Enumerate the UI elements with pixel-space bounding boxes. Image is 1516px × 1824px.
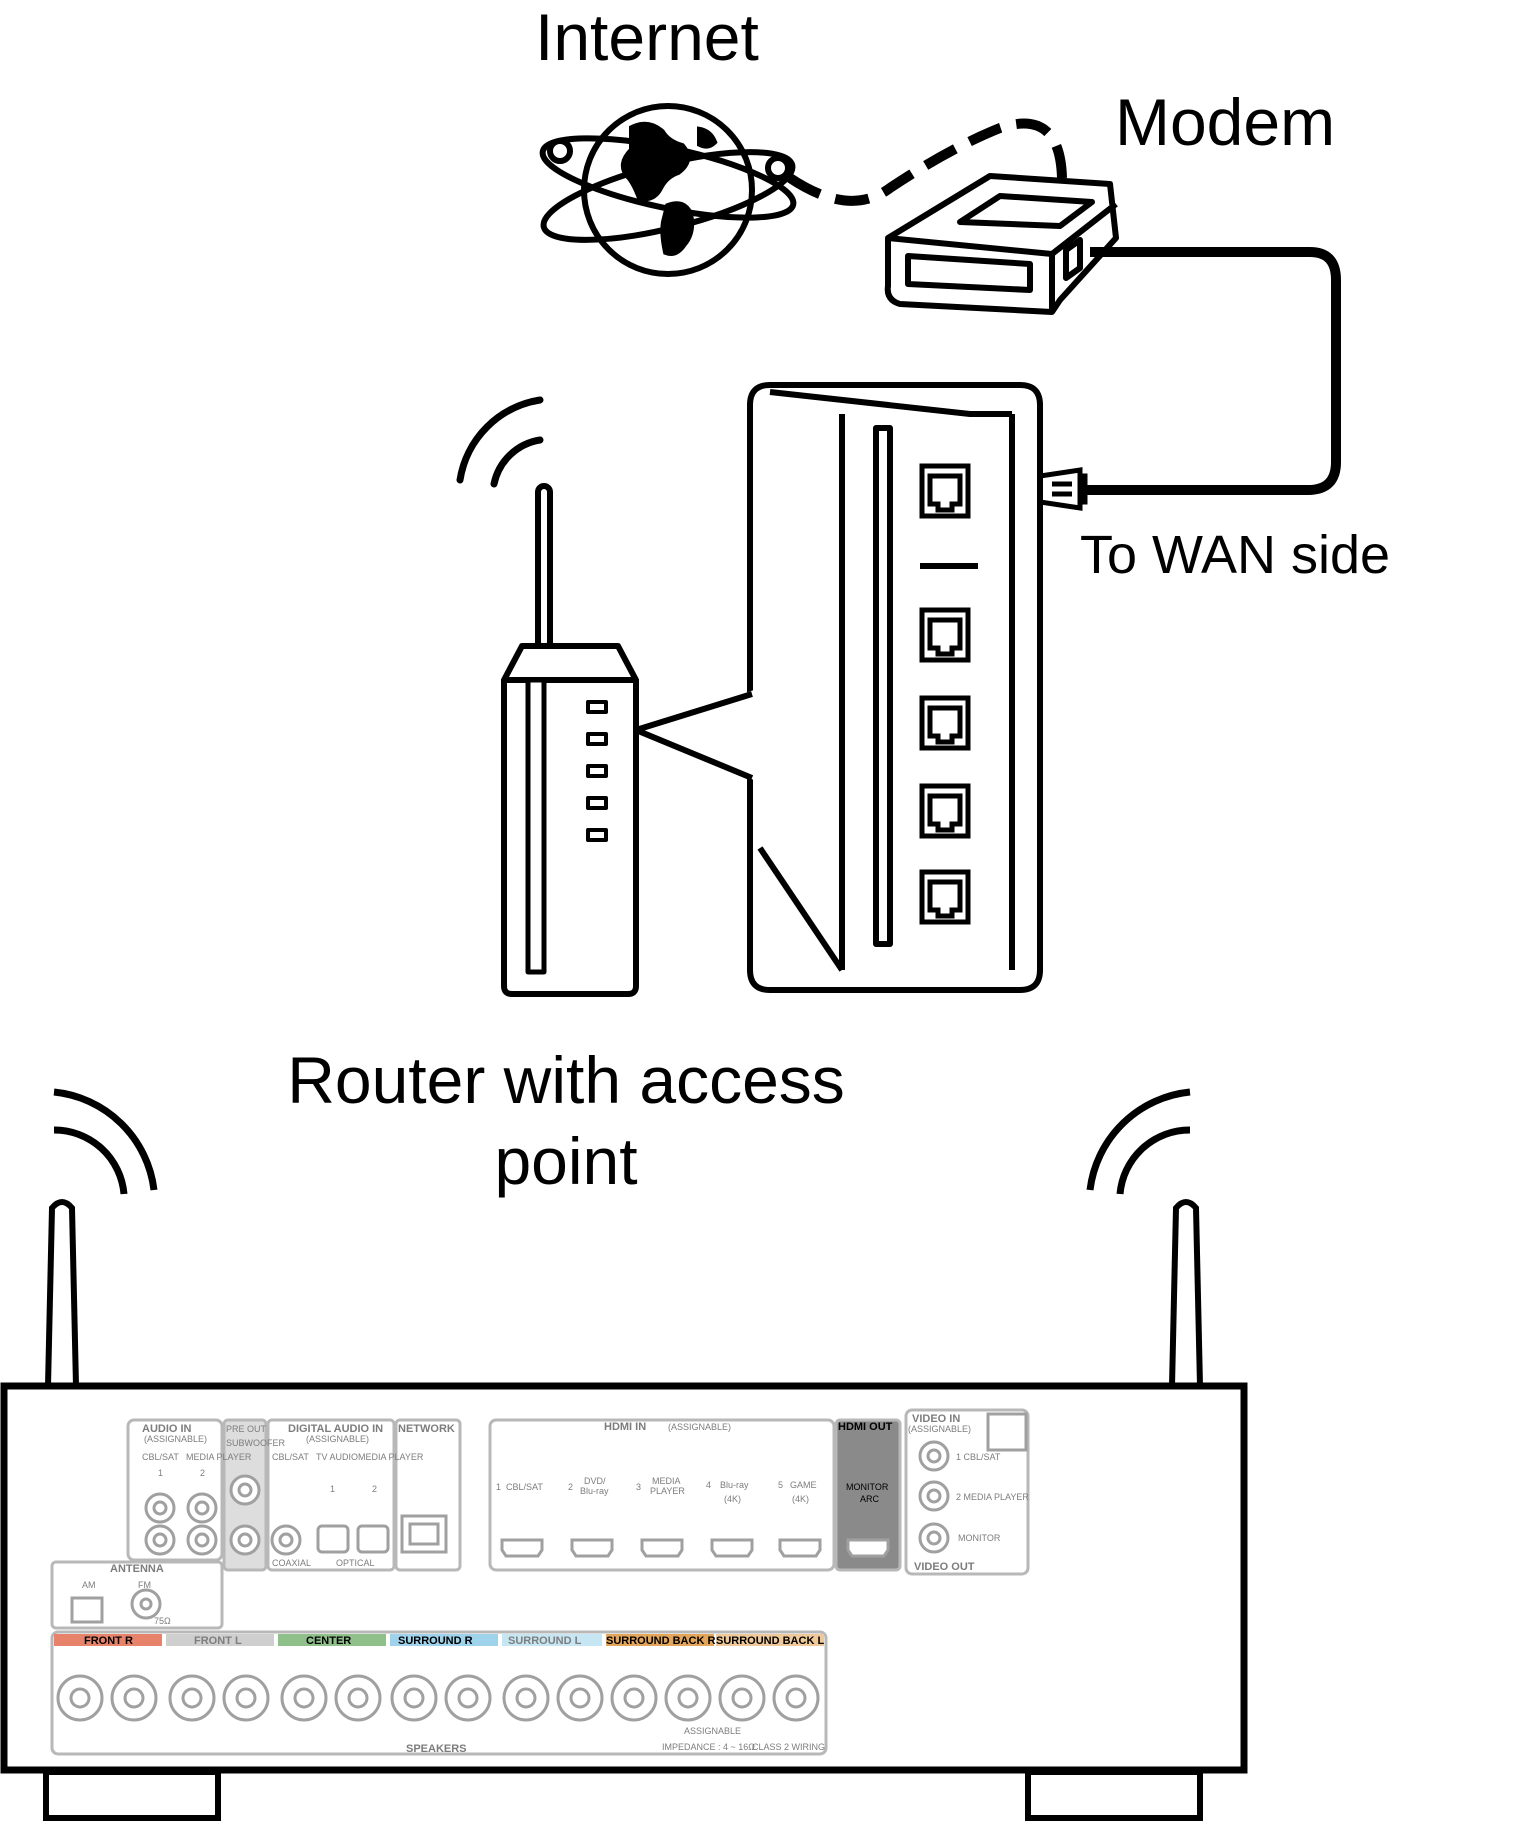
hdmi-input-5-num: 5 [778,1480,783,1490]
router-label-line1: Router with access [287,1043,845,1117]
am-label: AM [82,1580,96,1590]
subwoofer-label: SUBWOOFER [226,1438,286,1448]
hdmi-input-3-sub: PLAYER [650,1486,685,1496]
impedance-label: IMPEDANCE : 4 ~ 16Ω [662,1742,755,1752]
video-input-0: 1 CBL/SAT [956,1452,1001,1462]
strip-3 [390,1634,498,1646]
digital-input-0: CBL/SAT [272,1452,309,1462]
video-out-label: VIDEO OUT [914,1561,975,1573]
router-wifi-icon [456,396,544,488]
class2-label: CLASS 2 WIRING [752,1742,825,1752]
coaxial-label: COAXIAL [272,1558,311,1568]
speaker-channel-1: FRONT L [194,1635,242,1647]
strip-2 [278,1634,386,1646]
hdmi-input-2-num: 2 [568,1482,573,1492]
speaker-channel-strips [54,1634,824,1646]
speakers-label: SPEAKERS [406,1743,467,1755]
audio-input-0: CBL/SAT [142,1452,179,1462]
audio-number-1: 2 [200,1468,205,1478]
audio-in-assignable: (ASSIGNABLE) [144,1434,207,1444]
internet-label: Internet [535,0,759,74]
hdmi-input-1-num: 1 [496,1482,501,1492]
hdmi-input-4-sub: (4K) [724,1494,741,1504]
internet-connection-line [787,118,1067,206]
lan-port-1 [919,607,971,663]
router-icon [501,483,754,997]
hdmi-in-label: HDMI IN [604,1421,646,1433]
hdmi-input-1-name: CBL/SAT [506,1482,543,1492]
digital-input-2: MEDIA PLAYER [358,1452,424,1462]
strip-1 [166,1634,274,1646]
speaker-channel-0: FRONT R [84,1635,133,1647]
av-receiver: AUDIO IN (ASSIGNABLE) CBL/SAT MEDIA PLAY… [0,1382,1248,1821]
network-label: NETWORK [398,1423,455,1435]
digital-number-1: 2 [372,1484,377,1494]
wan-port [919,463,971,519]
digital-number-0: 1 [330,1484,335,1494]
video-in-label: VIDEO IN [912,1413,960,1425]
router-ports [919,463,971,925]
hdmi-assignable: (ASSIGNABLE) [668,1422,731,1432]
router-zoom-panel [747,382,1043,993]
digital-assignable: (ASSIGNABLE) [306,1434,369,1444]
hdmi-out-label: HDMI OUT [838,1421,893,1433]
video-assignable: (ASSIGNABLE) [908,1424,971,1434]
hdmi-input-2-name: DVD/ [584,1476,606,1486]
hdmi-input-3-num: 3 [636,1482,641,1492]
hdmi-input-4-name: Blu-ray [720,1480,749,1490]
speaker-channel-3: SURROUND R [398,1635,473,1647]
hdmi-input-2-sub: Blu-ray [580,1486,609,1496]
digital-input-1: TV AUDIO [316,1452,358,1462]
optical-label: OPTICAL [336,1558,375,1568]
globe-icon [539,103,797,277]
audio-in-label: AUDIO IN [142,1423,192,1435]
wan-side-label: To WAN side [1080,525,1390,585]
video-input-1: 2 MEDIA PLAYER [956,1492,1029,1502]
lan-port-2 [919,695,971,751]
monitor-arc-label: MONITOR [846,1482,889,1492]
speaker-channel-6: SURROUND BACK L [716,1635,824,1647]
strip-0 [54,1634,162,1646]
audio-input-1: MEDIA PLAYER [186,1452,252,1462]
strip-5 [606,1634,714,1646]
speaker-channel-5: SURROUND BACK R [606,1635,715,1647]
pre-out-label: PRE OUT [226,1424,267,1434]
video-monitor-label: MONITOR [958,1533,1001,1543]
speaker-channel-2: CENTER [306,1635,351,1647]
fm-ohm-label: 75Ω [154,1616,171,1626]
lan-port-4 [919,869,971,925]
left-antenna-wifi-icon [53,1088,158,1195]
wan-cable [1078,247,1341,495]
digital-audio-label: DIGITAL AUDIO IN [288,1423,383,1435]
hdmi-in-section [488,1418,836,1572]
arc-label: ARC [860,1494,880,1504]
router-label-line2: point [494,1124,637,1198]
speaker-channel-4: SURROUND L [508,1635,582,1647]
strip-4 [502,1634,602,1646]
hdmi-out-section [834,1418,902,1572]
hdmi-input-5-name: GAME [790,1480,817,1490]
hdmi-input-4-num: 4 [706,1480,711,1490]
modem-label: Modem [1115,85,1335,159]
fm-label: FM [138,1580,151,1590]
assignable-label: ASSIGNABLE [684,1726,741,1736]
hdmi-input-3-name: MEDIA [652,1476,681,1486]
audio-number-0: 1 [158,1468,163,1478]
hdmi-input-5-sub: (4K) [792,1494,809,1504]
speakers-section [50,1630,828,1756]
antenna-label: ANTENNA [110,1563,164,1575]
right-antenna-wifi-icon [1086,1088,1191,1195]
modem-icon [884,173,1119,315]
lan-port-3 [919,783,971,839]
strip-6 [716,1634,824,1646]
